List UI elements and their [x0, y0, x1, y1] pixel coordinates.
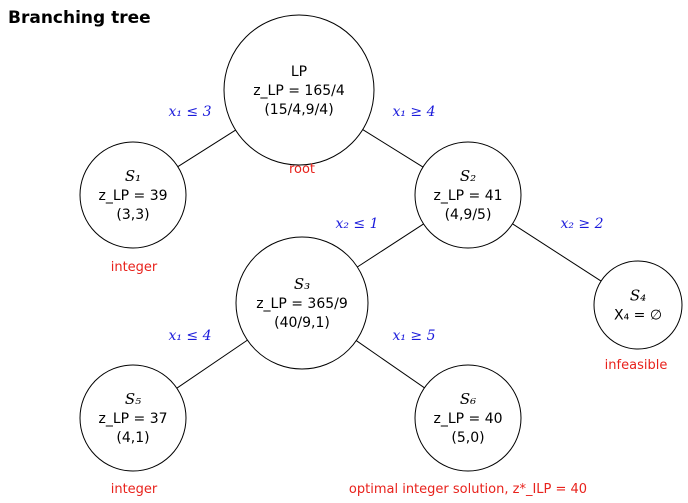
edge-S2-S3	[357, 223, 424, 268]
node-S5-line-2: (4,1)	[116, 430, 149, 446]
node-S6-line-2: (5,0)	[451, 430, 484, 446]
node-S4-line-1: X₄ = ∅	[614, 308, 662, 324]
edge-root-S1	[177, 129, 236, 168]
node-S1-line-1: z_LP = 39	[98, 188, 167, 204]
diagram-title: Branching tree	[8, 8, 151, 28]
node-circle-S6	[414, 364, 522, 472]
node-S3-line-1: z_LP = 365/9	[256, 296, 348, 312]
node-S5-line-1: z_LP = 37	[98, 411, 167, 427]
node-root-line-0: LP	[291, 64, 307, 80]
node-S6: S₆ z_LP = 40 (5,0) optimal integer solution…	[349, 364, 587, 497]
node-S6-line-0: S₆	[460, 390, 476, 408]
node-S6-line-1: z_LP = 40	[433, 411, 502, 427]
node-S3: S₃ z_LP = 365/9 (40/9,1)	[235, 236, 369, 370]
edge-S3-S5	[176, 339, 248, 389]
node-circle-root	[223, 14, 375, 166]
node-S6-status: optimal integer solution, z*_ILP = 40	[349, 482, 587, 497]
node-S1-line-0: S₁	[125, 167, 141, 185]
node-S1-line-2: (3,3)	[116, 207, 149, 223]
node-S2: S₂ z_LP = 41 (4,9/5)	[414, 141, 522, 249]
node-S5-line-0: S₅	[125, 390, 141, 408]
node-root-line-2: (15/4,9/4)	[264, 102, 333, 118]
node-root-status: root	[289, 162, 315, 177]
node-S5-status: integer	[111, 482, 158, 497]
edge-label-S3-S6: x₁ ≥ 5	[392, 328, 435, 344]
nodes-layer: LP z_LP = 165/4 (15/4,9/4) root S₁ z_LP = 39 (…	[79, 14, 683, 497]
node-S1-status: integer	[111, 260, 158, 275]
node-S2-line-1: z_LP = 41	[433, 188, 502, 204]
node-circle-S2	[414, 141, 522, 249]
node-circle-S1	[79, 141, 187, 249]
edge-label-root-S1: x₁ ≤ 3	[168, 104, 211, 120]
edge-label-S2-S3: x₂ ≤ 1	[335, 216, 378, 232]
node-S2-line-2: (4,9/5)	[445, 207, 492, 223]
node-root: LP z_LP = 165/4 (15/4,9/4) root	[223, 14, 375, 177]
node-S4-status: infeasible	[605, 358, 668, 373]
node-circle-S5	[79, 364, 187, 472]
edge-root-S2	[362, 129, 424, 168]
edge-label-S3-S5: x₁ ≤ 4	[168, 328, 211, 344]
edge-S2-S4	[512, 223, 602, 282]
node-S3-line-2: (40/9,1)	[274, 315, 330, 331]
node-S5: S₅ z_LP = 37 (4,1) integer	[79, 364, 187, 497]
node-circle-S3	[235, 236, 369, 370]
edge-label-root-S2: x₁ ≥ 4	[392, 104, 435, 120]
edge-S3-S6	[355, 340, 425, 389]
node-S2-line-0: S₂	[460, 167, 476, 185]
node-circle-S4	[593, 260, 683, 350]
node-root-line-1: z_LP = 165/4	[253, 83, 345, 99]
node-S1: S₁ z_LP = 39 (3,3) integer	[79, 141, 187, 275]
edge-label-S2-S4: x₂ ≥ 2	[560, 216, 603, 232]
node-S4-line-0: S₄	[630, 287, 646, 305]
edges-layer: x₁ ≤ 3 x₁ ≥ 4 x₂ ≤ 1 x₂ ≥ 2 x₁ ≤ 4 x₁ ≥ 5	[168, 104, 604, 389]
node-S4: S₄ X₄ = ∅ infeasible	[593, 260, 683, 373]
node-S3-line-0: S₃	[294, 275, 310, 293]
